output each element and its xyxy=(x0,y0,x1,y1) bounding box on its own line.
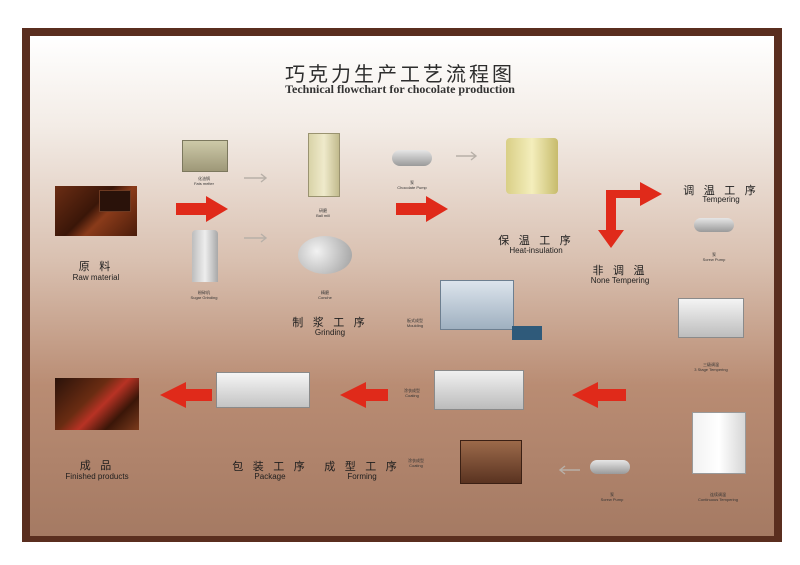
m7-zh: 板式成型 xyxy=(407,318,423,323)
coating-machine-lower xyxy=(460,440,522,484)
arrow-forming-to-package xyxy=(340,382,388,408)
m10-zh: 涂衣成型 xyxy=(408,458,424,463)
stage-forming-zh: 成 型 工 序 xyxy=(324,460,400,473)
m8-en: 3 Stage Tempering xyxy=(694,367,728,372)
ball-mill-machine xyxy=(308,133,340,197)
grey-arrow-4 xyxy=(558,465,580,475)
stage-grinding-zh: 制 浆 工 序 xyxy=(292,316,368,329)
m10-en: Coating xyxy=(409,463,423,468)
stage-tempering-zh: 调 温 工 序 xyxy=(683,184,759,197)
stage-heat-en: Heat-insulation xyxy=(509,246,563,255)
heat-insulation-tank xyxy=(506,138,558,194)
m2-en: Ball mill xyxy=(316,213,330,218)
arrow-branch-down xyxy=(598,195,624,248)
m5-zh: 泵 xyxy=(410,180,414,185)
chocolate-pump-machine xyxy=(392,150,432,166)
arrow-branch-right xyxy=(606,182,662,206)
stage-none-tempering-en: None Tempering xyxy=(590,276,650,285)
stage-package-en: Package xyxy=(254,472,286,481)
grey-arrow-2 xyxy=(244,233,268,243)
stage-raw-en: Raw material xyxy=(72,273,120,282)
m12-en: Continuous Tempering xyxy=(698,497,738,502)
m4-en: Conche xyxy=(318,295,332,300)
m9-en: Coating xyxy=(405,393,419,398)
moulding-machine xyxy=(440,280,514,330)
stage-heat-zh: 保 温 工 序 xyxy=(498,234,574,247)
screw-pump-machine-2 xyxy=(590,460,630,474)
sugar-grinder-machine xyxy=(192,230,218,282)
conche-machine xyxy=(298,236,352,274)
m3-zh: 粉碎机 xyxy=(198,290,210,295)
title-chinese: 巧克力生产工艺流程图 xyxy=(285,62,515,86)
m6-zh: 泵 xyxy=(712,252,716,257)
arrow-package-to-finished xyxy=(160,382,212,408)
stage-none-tempering-zh: 非 调 温 xyxy=(592,264,648,277)
arrow-tempering-to-forming xyxy=(572,382,626,408)
packaging-machine xyxy=(216,372,310,408)
m1-en: Fats melter xyxy=(193,181,214,186)
m6-en: Screw Pump xyxy=(702,257,726,262)
moulding-tray xyxy=(512,326,542,340)
fats-melter-machine xyxy=(182,140,228,172)
diagram-panel xyxy=(30,36,774,536)
grey-arrow-1 xyxy=(244,173,268,183)
continuous-tempering-cabinet xyxy=(692,412,746,474)
stage-tempering-en: Tempering xyxy=(702,195,740,204)
m1-zh: 化油锅 xyxy=(198,176,210,181)
stage-finished-zh: 成 品 xyxy=(79,459,115,472)
stage-package-zh: 包 装 工 序 xyxy=(232,460,308,473)
raw-material-photo xyxy=(55,186,137,236)
three-stage-tempering-machine xyxy=(678,298,744,338)
m4-zh: 精磨 xyxy=(321,290,329,295)
screw-pump-machine-1 xyxy=(694,218,734,232)
title-english: Technical flowchart for chocolate produc… xyxy=(285,82,515,96)
m7-en: Moulding xyxy=(406,323,424,328)
m12-zh: 连续调温 xyxy=(710,492,726,497)
stage-raw-zh: 原 料 xyxy=(78,260,114,273)
stage-grinding-en: Grinding xyxy=(314,328,346,337)
m5-en: Chocolate Pump xyxy=(397,185,427,190)
stage-forming-en: Forming xyxy=(347,472,377,481)
arrow-grinding-to-heat xyxy=(396,196,448,222)
m2-zh: 研磨 xyxy=(319,208,327,213)
m11-zh: 泵 xyxy=(610,492,614,497)
grey-arrow-3 xyxy=(456,151,478,161)
arrow-raw-to-grinding xyxy=(176,196,228,222)
m8-zh: 三级调温 xyxy=(703,362,719,367)
m11-en: Screw Pump xyxy=(600,497,624,502)
stage-finished-en: Finished products xyxy=(65,472,129,481)
m3-en: Sugar Grinding xyxy=(190,295,218,300)
coating-line-machine xyxy=(434,370,524,410)
finished-products-photo xyxy=(55,378,139,430)
m9-zh: 涂衣成型 xyxy=(404,388,420,393)
